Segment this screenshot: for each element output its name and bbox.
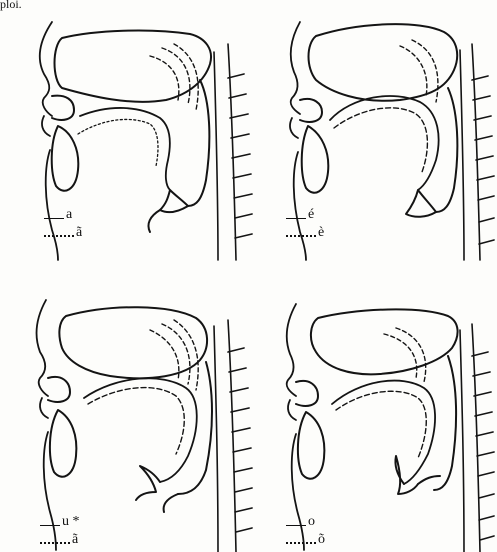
lower-lip <box>50 410 76 477</box>
legend-solid-label: a <box>66 207 72 223</box>
tongue-dashed <box>336 391 426 458</box>
upper-lip <box>52 96 74 120</box>
velum-dashed <box>150 44 198 110</box>
tongue-solid <box>80 108 170 190</box>
nasal-cavity-outline <box>311 309 458 374</box>
nasal-cavity-outline <box>59 307 207 378</box>
nasal-cavity-outline <box>55 31 212 102</box>
lower-lip <box>52 126 79 191</box>
nasal-cavity-outline <box>309 24 458 101</box>
dotted-line-swatch <box>286 542 316 544</box>
velum-dashed <box>150 320 198 390</box>
upper-lip <box>48 377 70 402</box>
legend-solid-label: u * <box>62 514 80 530</box>
lower-lip <box>298 412 324 479</box>
vertebral-column <box>460 44 494 260</box>
pharynx-epiglottis <box>136 362 212 512</box>
upper-lip <box>296 381 318 406</box>
tongue-dotted <box>78 119 158 166</box>
lower-lip <box>302 126 329 193</box>
solid-line-swatch <box>286 218 306 219</box>
solid-line-swatch <box>40 525 60 526</box>
legend-top-right: é è <box>286 205 324 241</box>
solid-line-swatch <box>286 525 306 526</box>
solid-line-swatch <box>44 218 64 219</box>
legend-bottom-left: u * ã <box>40 512 80 548</box>
legend-dotted-label: ã <box>72 532 78 548</box>
tongue-solid <box>330 96 439 190</box>
legend-dotted-label: è <box>318 225 324 241</box>
tongue-dashed <box>334 108 427 172</box>
vertebral-column <box>214 320 252 552</box>
legend-dotted-label: ã <box>76 225 82 241</box>
dotted-line-swatch <box>40 542 70 544</box>
legend-dotted-label: õ <box>318 532 325 548</box>
vertebral-column <box>214 44 252 260</box>
speck-mark <box>71 469 73 471</box>
legend-top-left: a ã <box>44 205 82 241</box>
vertebral-column <box>460 324 494 552</box>
pharynx-epiglottis <box>406 88 457 217</box>
tongue-solid <box>332 381 435 484</box>
legend-solid-label: é <box>308 207 314 223</box>
legend-solid-label: o <box>308 514 315 530</box>
dotted-line-swatch <box>286 235 316 237</box>
tongue-dashed <box>88 388 184 454</box>
upper-lip <box>300 99 322 122</box>
legend-bottom-right: o õ <box>286 512 325 548</box>
dotted-line-swatch <box>44 235 74 237</box>
